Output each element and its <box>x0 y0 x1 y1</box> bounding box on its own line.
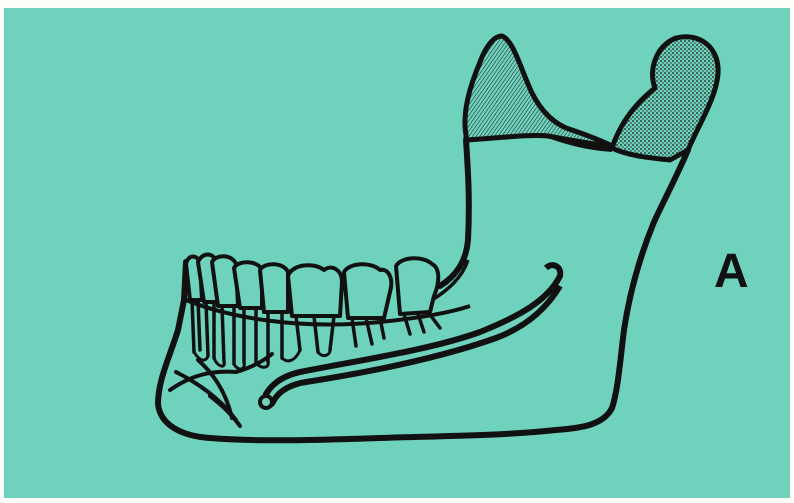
tooth-molar-3 <box>396 258 438 314</box>
coronoid-process <box>465 36 612 146</box>
condyle-head <box>612 37 718 160</box>
panel-label: A <box>714 248 749 296</box>
teeth-row <box>186 255 438 319</box>
tooth-molar-2 <box>344 264 391 318</box>
tooth-premolar-1 <box>234 262 262 308</box>
tooth-molar-1 <box>288 265 342 316</box>
mental-foramen <box>260 396 272 408</box>
tooth-premolar-2 <box>260 264 288 312</box>
